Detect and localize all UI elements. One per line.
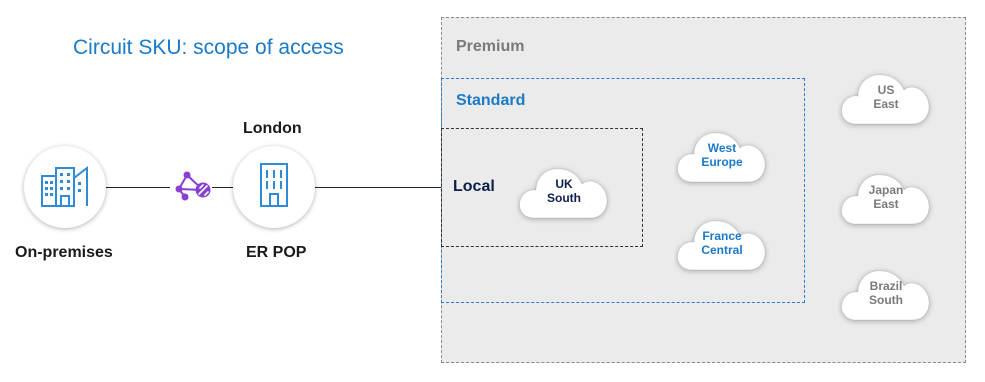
diagram-title: Circuit SKU: scope of access <box>73 36 344 59</box>
cloud-icon <box>677 220 766 271</box>
region-us-east-label: US East <box>838 83 934 111</box>
peering-connector-icon <box>172 170 212 204</box>
premium-label: Premium <box>456 38 525 55</box>
cloud-shape <box>841 270 930 321</box>
cloud-shape <box>841 174 930 225</box>
cloud-icon <box>841 270 930 321</box>
region-name-line2: East <box>873 97 899 111</box>
region-name-line1: West <box>707 141 737 155</box>
region-france-central-label: France Central <box>674 229 770 257</box>
region-name-line1: France <box>702 229 742 243</box>
link-connector-erpop <box>212 187 234 188</box>
cloud-icon <box>841 74 930 125</box>
cloud-shape <box>677 220 766 271</box>
region-west-europe: West Europe <box>674 122 770 190</box>
cloud-shape <box>677 132 766 183</box>
region-west-europe-label: West Europe <box>674 141 770 169</box>
on-premises-label: On-premises <box>15 244 113 261</box>
region-uk-south-label: UK South <box>516 177 612 205</box>
region-name-line2: South <box>547 191 581 205</box>
office-buildings-icon <box>39 162 91 213</box>
region-name-line1: UK <box>555 177 573 191</box>
er-pop-node <box>233 146 315 228</box>
er-pop-label: ER POP <box>246 244 307 261</box>
local-label: Local <box>453 178 495 195</box>
cloud-shape <box>841 74 930 125</box>
region-brazil-south: Brazil South <box>838 260 934 328</box>
standard-label: Standard <box>456 92 526 109</box>
region-name-line1: Brazil <box>869 279 903 293</box>
region-us-east: US East <box>838 64 934 132</box>
region-name-line2: East <box>873 197 899 211</box>
building-icon <box>259 162 289 213</box>
region-uk-south: UK South <box>516 158 612 226</box>
region-france-central: France Central <box>674 210 770 278</box>
region-japan-east: Japan East <box>838 164 934 232</box>
on-premises-node <box>24 146 106 228</box>
local-scope-box <box>441 128 643 247</box>
link-erpop-local <box>313 187 441 188</box>
cloud-shape <box>519 168 608 219</box>
region-name-line2: Central <box>701 243 743 257</box>
region-name-line2: South <box>869 293 903 307</box>
link-onprem-connector <box>105 187 170 188</box>
region-name-line1: US <box>877 83 895 97</box>
region-name-line2: Europe <box>701 155 743 169</box>
cloud-icon <box>677 132 766 183</box>
location-label: London <box>243 120 302 137</box>
region-japan-east-label: Japan East <box>838 183 934 211</box>
cloud-icon <box>841 174 930 225</box>
region-brazil-south-label: Brazil South <box>838 279 934 307</box>
cloud-icon <box>519 168 608 219</box>
region-name-line1: Japan <box>868 183 904 197</box>
